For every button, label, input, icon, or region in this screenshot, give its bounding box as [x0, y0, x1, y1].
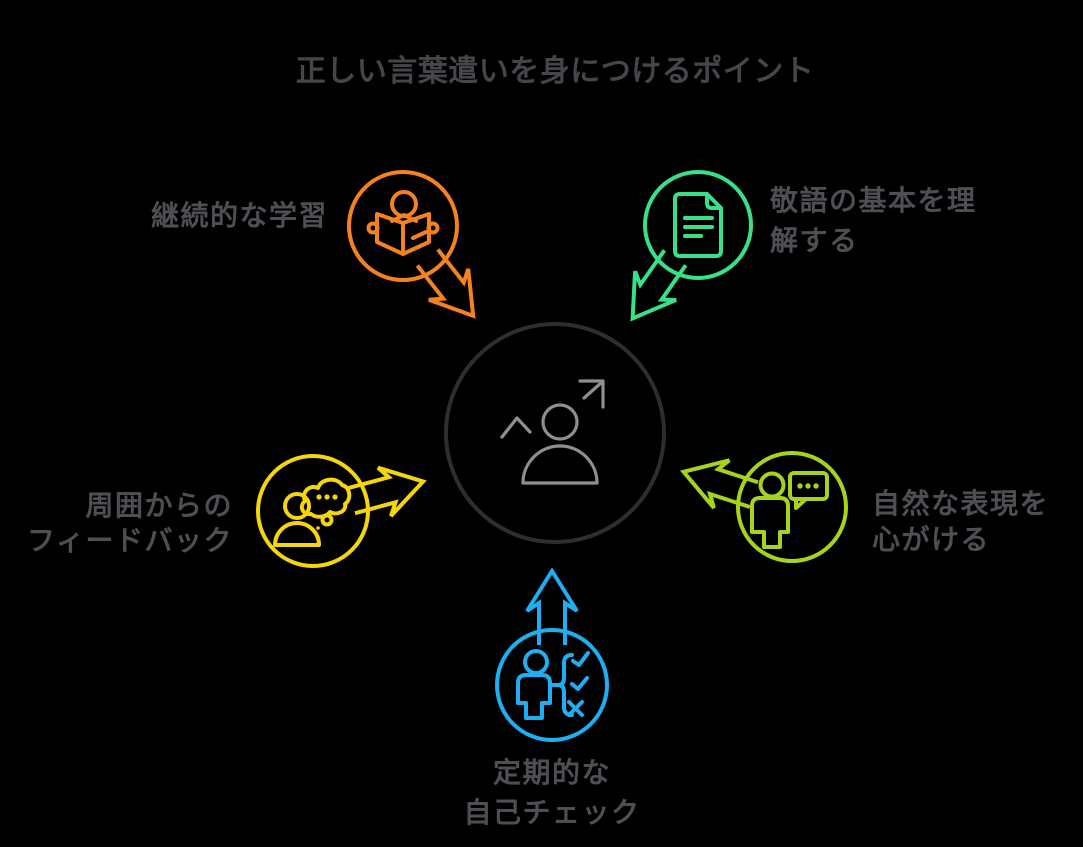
label-line: フィードバック [27, 525, 233, 556]
center-circle [444, 322, 666, 544]
arrow-to-center-icon [347, 465, 427, 518]
person-speech-icon [750, 471, 829, 549]
arrow-to-center-icon [679, 458, 759, 510]
node-circle [256, 454, 370, 568]
node-continuous-learning [347, 170, 476, 319]
center-node [444, 322, 666, 544]
node-circle [643, 170, 753, 280]
node-label-understand-keigo: 敬語の基本を理 解する [770, 181, 977, 261]
label-line: 解する [770, 225, 859, 256]
node-understand-keigo [630, 170, 753, 322]
node-label-continuous-learning: 継続的な学習 [151, 197, 328, 234]
reading-book-icon [366, 190, 440, 256]
node-label-periodic-self-check: 定期的な 自己チェック [402, 753, 702, 833]
label-line: 定期的な [492, 757, 611, 788]
diagram-title: 正しい言葉遣いを身につけるポイント [295, 55, 815, 88]
node-label-feedback-from-others: 周囲からの フィードバック [0, 488, 233, 558]
node-circle [736, 451, 848, 563]
label-line: 継続的な学習 [151, 200, 329, 231]
node-feedback-from-others [256, 454, 427, 568]
label-line: 敬語の基本を理 [770, 185, 977, 216]
arrow-to-center-icon [525, 567, 579, 645]
node-natural-expression [679, 451, 848, 563]
label-line: 心がける [872, 524, 991, 555]
person-thought-icon [273, 477, 352, 547]
arrow-to-center-icon [415, 248, 476, 319]
person-growth-icon [500, 379, 605, 485]
node-periodic-self-check [495, 567, 609, 742]
label-line: 周囲からの [85, 490, 233, 521]
arrow-to-center-icon [630, 249, 688, 322]
node-label-natural-expression: 自然な表現を 心がける [872, 486, 1049, 558]
node-circle [495, 628, 609, 742]
person-checklist-icon [516, 649, 590, 720]
document-icon [673, 192, 723, 258]
label-line: 自然な表現を [872, 488, 1050, 519]
label-line: 自己チェック [463, 797, 641, 828]
node-circle [347, 170, 459, 282]
